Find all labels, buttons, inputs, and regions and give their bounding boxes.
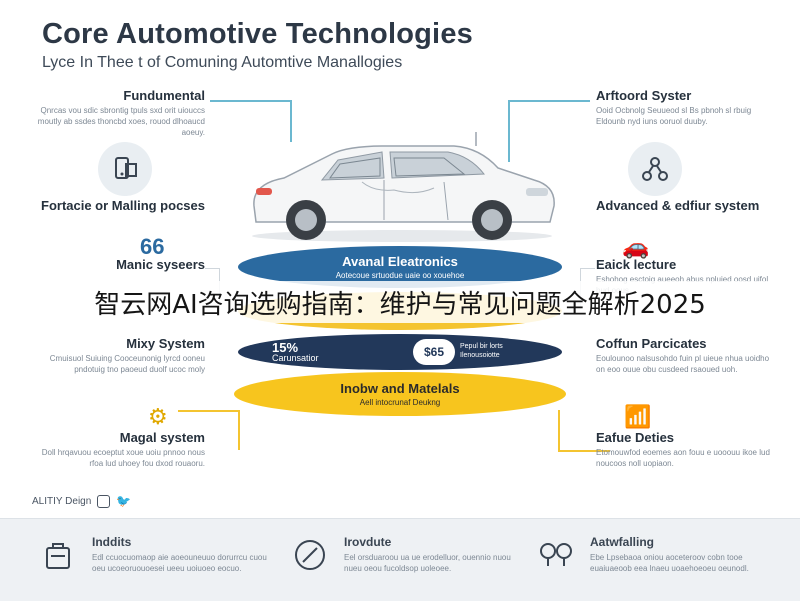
right-item-5-title: Eafue Deties xyxy=(596,430,675,445)
car-mini-icon: 🚗 xyxy=(622,234,650,259)
instagram-icon[interactable] xyxy=(97,494,111,508)
footer-col-3-text: Ebe Lpsebaoa oniou aoceteroov cobn tooe … xyxy=(590,553,749,573)
right-item-1: Arftoord Syster Ooid Ocbnolg Seuueod sl … xyxy=(596,88,771,127)
footer: Inddits Edl ccuocuomaop aie aoeouneuuo d… xyxy=(0,518,800,601)
band-electronics-text: Aotecoue srtuodue uaie oo xouehoe xyxy=(335,271,465,280)
coin-badge: $65 xyxy=(413,339,455,365)
footer-col-3-title: Aatwfalling xyxy=(590,535,655,549)
bag-icon xyxy=(38,535,78,575)
twitter-icon[interactable]: 🐦 xyxy=(116,494,132,508)
band-materials-title: Inobw and Matelals xyxy=(340,381,460,396)
left-item-5-title: Magal system xyxy=(119,430,205,445)
right-item-1-title: Arftoord Syster xyxy=(596,88,692,103)
band-materials-text: Aell intocrunaf Deukng xyxy=(359,398,441,407)
wifi-icon: 📶 xyxy=(624,404,652,429)
left-item-4: Mixy System Cmuisuol Suiuing Cooceunonig… xyxy=(30,336,205,375)
right-item-4-text: Eoulounoo nalsusohdo fuin pl uieue nhua … xyxy=(596,354,770,374)
right-item-5-text: Etomouwfod eoemes aon fouu e uooouu ikoe… xyxy=(596,448,770,468)
footer-col-1-title: Inddits xyxy=(92,535,132,549)
left-item-2: Fortacie or Malling pocses xyxy=(30,198,205,213)
brand-label: ALITIY Deign xyxy=(32,495,92,507)
right-item-2: Advanced & edfiur system xyxy=(596,198,771,213)
stat-right-text: Pepul bir lorts Ilenousoiotte xyxy=(460,343,503,359)
left-item-1-title: Fundumental xyxy=(123,88,205,103)
right-item-1-text: Ooid Ocbnolg Seuueod sl Bs pbnoh sl rbui… xyxy=(596,106,752,126)
left-item-4-text: Cmuisuol Suiuing Cooceunonig lyrcd ooneu… xyxy=(49,354,205,374)
connector-bottom-left xyxy=(178,410,240,452)
footer-col-1: Inddits Edl ccuocuomaop aie aoeouneuuo d… xyxy=(38,535,268,575)
gear-icon: ⚙ xyxy=(148,404,168,429)
left-item-3-title: Manic syseers xyxy=(116,257,205,272)
left-item-3: Manic syseers xyxy=(30,257,205,272)
stat-value-label: Carunsatior xyxy=(272,353,319,363)
right-item-2-title: Advanced & edfiur system xyxy=(596,198,760,213)
page-title: Core Automotive Technologies xyxy=(42,18,473,50)
footer-col-3: Aatwfalling Ebe Lpsebaoa oniou aoceteroo… xyxy=(536,535,766,575)
compass-icon xyxy=(290,535,330,575)
overlay-banner: 智云网AI咨询选购指南：维护与常见问题全解析2025 xyxy=(0,281,800,323)
footer-col-2: Irovdute Eel orsduaroou ua ue erodelluor… xyxy=(290,535,520,575)
right-item-3-title: Eaick lecture xyxy=(596,257,677,272)
left-item-1-text: Qnrcas vou sdic sbrontig tpuls sxd orit … xyxy=(37,106,205,137)
network-icon xyxy=(628,142,682,196)
stat-value: 15% Carunsatior xyxy=(272,340,319,363)
page-subtitle: Lyce In Thee t of Comuning Automtive Man… xyxy=(42,54,403,71)
connector-bottom-right xyxy=(558,410,610,452)
band-materials: Inobw and Matelals Aell intocrunaf Deukn… xyxy=(234,372,566,416)
car-illustration xyxy=(252,132,555,242)
left-item-1: Fundumental Qnrcas vou sdic sbrontig tpu… xyxy=(30,88,205,138)
left-item-3-badge: 66 xyxy=(140,234,165,259)
band-stats xyxy=(238,334,562,370)
band-electronics-title: Avanal Eleatronics xyxy=(342,254,458,269)
lightbulb-icon xyxy=(536,535,576,575)
left-item-2-title: Fortacie or Malling pocses xyxy=(41,198,205,213)
left-item-5: Magal system Doll hrqavuou ecoeptut xoue… xyxy=(30,430,205,469)
left-item-5-text: Doll hrqavuou ecoeptut xoue uoiu pnnoo n… xyxy=(41,448,205,468)
right-item-5: Eafue Deties Etomouwfod eoemes aon fouu … xyxy=(596,430,771,469)
connector-bottom-left-v xyxy=(238,410,241,450)
connector-top-right xyxy=(508,100,590,162)
right-item-4: Coffun Parcicates Eoulounoo nalsusohdo f… xyxy=(596,336,771,375)
footer-col-1-text: Edl ccuocuomaop aie aoeouneuuo dorurrcu … xyxy=(92,553,267,573)
footer-col-2-title: Irovdute xyxy=(344,535,392,549)
stat-value-number: 15% xyxy=(272,340,299,355)
brand-row: ALITIY Deign 🐦 xyxy=(32,494,131,508)
left-item-4-title: Mixy System xyxy=(126,336,205,351)
phone-icon xyxy=(98,142,152,196)
footer-col-2-text: Eel orsduaroou ua ue erodelluor, ouennio… xyxy=(344,553,511,573)
right-item-4-title: Coffun Parcicates xyxy=(596,336,707,351)
connector-top-left xyxy=(210,100,292,142)
